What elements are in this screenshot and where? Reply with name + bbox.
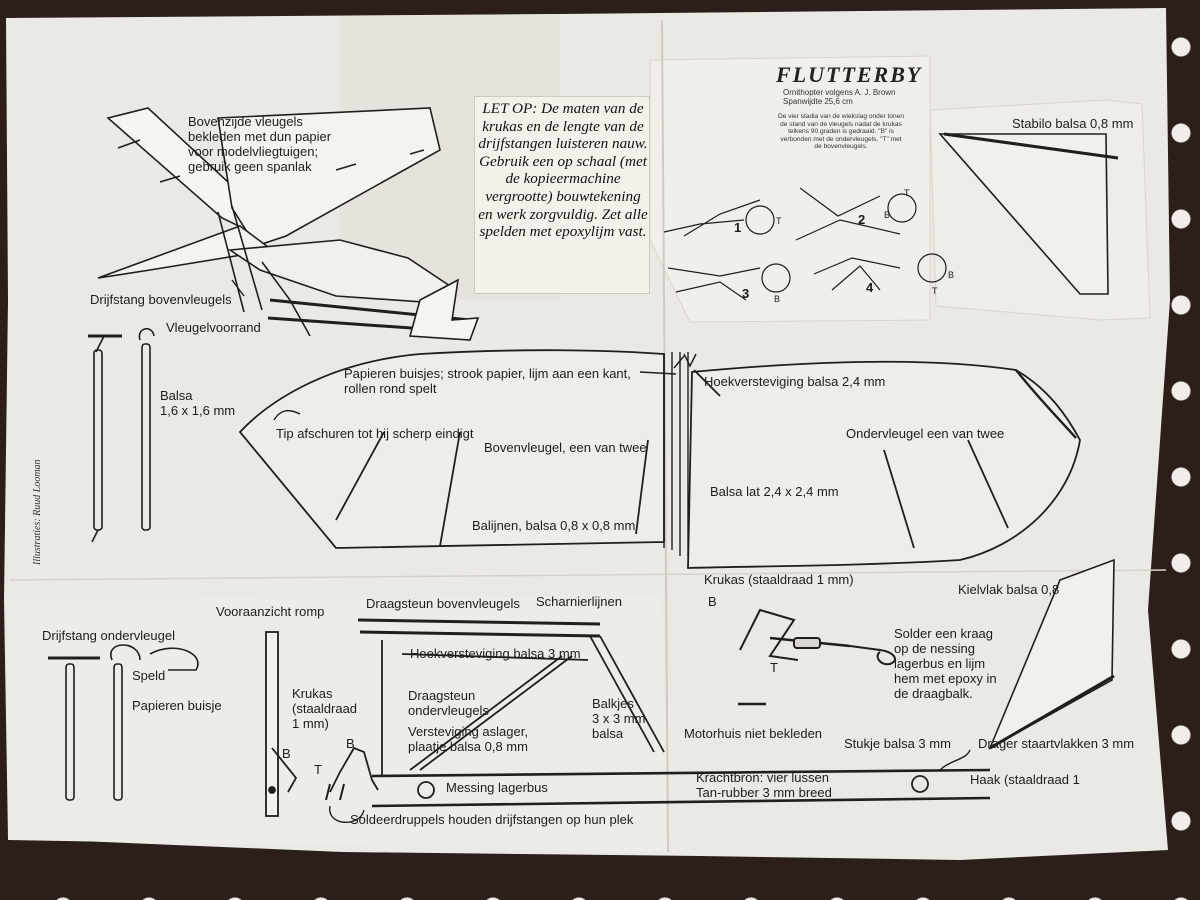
label-fin: Kielvlak balsa 0,8	[958, 582, 1060, 597]
pointer-arrows	[231, 279, 697, 375]
drive-rod-lower-drawing	[48, 644, 199, 801]
label-front-b1: B	[282, 746, 291, 761]
stage-letter-t-2: T	[904, 188, 910, 198]
stroke-stages-caption: De vier stadia van de wiekslag onder ton…	[777, 113, 905, 151]
label-front-b2: B	[346, 736, 355, 751]
fin-drawing	[988, 558, 1115, 750]
label-tail-carrier: Drager staartvlakken 3 mm	[978, 736, 1135, 751]
label-solder-drops: Soldeerdruppels houden drijfstangen op h…	[350, 812, 634, 827]
paper-fold-horizontal	[9, 569, 1167, 581]
stage-letter-b-4: B	[948, 270, 955, 280]
label-lower-wing: Ondervleugel een van twee	[846, 426, 1005, 441]
label-pin: Speld	[132, 668, 166, 683]
label-crankshaft-wire: Krukas (staaldraad 1 mm)	[704, 572, 854, 587]
label-drive-rod-upper: Drijfstang bovenvleugels	[90, 292, 232, 307]
label-crank-front: Krukas (staaldraad 1 mm)	[292, 686, 358, 731]
front-view-drawing	[265, 631, 379, 824]
label-brass-bearing: Messing lagerbus	[446, 780, 548, 795]
stage-letter-b-3: B	[774, 294, 781, 304]
label-top-wing-covering: Bovenzijde vleugels bekleden met dun pap…	[188, 114, 332, 174]
stage-number-2: 2	[858, 212, 866, 227]
label-reinforcement-axle: Versteviging aslager, plaatje balsa 0,8 …	[408, 724, 528, 754]
label-spars: Balkjes 3 x 3 mm balsa	[592, 696, 646, 741]
label-ribs: Balijnen, balsa 0,8 x 0,8 mm	[472, 518, 636, 533]
drive-rod-upper-drawing	[88, 328, 155, 543]
warning-note-box	[474, 96, 650, 294]
label-crank-t: T	[770, 660, 778, 675]
crankshaft-drawing	[738, 608, 896, 706]
stage-number-4: 4	[866, 280, 874, 295]
label-tip-sanding: Tip afschuren tot hij scherp eindigt	[276, 426, 474, 441]
label-paper-tubes-strip: Papieren buisjes; strook papier, lijm aa…	[344, 366, 631, 396]
plan-subtitle: Ornithopter volgens A. J. Brown Spanwijd…	[783, 88, 896, 106]
stage-letter-b-2: B	[884, 210, 891, 220]
label-upper-support: Draagsteun bovenvleugels	[366, 596, 520, 611]
label-corner-reinforcement-3: Hoekversteviging balsa 3 mm	[410, 646, 581, 661]
illustration-credit: Illustraties: Ruud Looman	[32, 459, 43, 565]
stabilizer-drawing	[938, 132, 1119, 295]
label-paper-tube: Papieren buisje	[132, 698, 222, 713]
label-front-t: T	[314, 762, 322, 777]
label-balsa-piece: Stukje balsa 3 mm	[844, 736, 951, 751]
stage-letter-t-1: T	[776, 216, 782, 226]
label-drive-rod-lower: Drijfstang ondervleugel	[42, 628, 175, 643]
label-crank-b: B	[708, 594, 717, 609]
fuselage-side-drawing	[357, 618, 991, 808]
label-corner-reinforcement: Hoekversteviging balsa 2,4 mm	[704, 374, 886, 389]
stroke-stages-diagrams	[663, 187, 947, 301]
warning-note-text: LET OP: De maten van de krukas en de len…	[478, 100, 648, 241]
paper-fold-vertical	[661, 19, 669, 853]
label-balsa-strip: Balsa lat 2,4 x 2,4 mm	[710, 484, 839, 499]
stage-letter-t-4: T	[932, 286, 938, 296]
plan-title: FLUTTERBY	[776, 62, 923, 87]
stage-number-3: 3	[742, 286, 750, 301]
label-front-view: Vooraanzicht romp	[216, 604, 325, 619]
stage-number-1: 1	[734, 220, 742, 235]
label-power-source: Krachtbron: vier lussen Tan-rubber 3 mm …	[696, 770, 832, 800]
ornithopter-sketch	[97, 107, 480, 341]
label-solder-collar: Solder een kraag op de nessing lagerbus …	[894, 626, 997, 701]
paper-sheet-clip-bottom	[8, 594, 668, 852]
label-lower-support: Draagsteun ondervleugels	[408, 688, 489, 718]
label-stabilizer: Stabilo balsa 0,8 mm	[1012, 116, 1134, 131]
label-upper-wing: Bovenvleugel, een van twee	[484, 440, 647, 455]
paper-sheet-clip-top	[649, 55, 931, 323]
label-balsa-size: Balsa 1,6 x 1,6 mm	[160, 388, 236, 418]
label-hook: Haak (staaldraad 1	[970, 772, 1080, 787]
label-wing-leading-edge: Vleugelvoorrand	[166, 320, 261, 335]
label-motor-housing: Motorhuis niet bekleden	[684, 726, 823, 741]
wing-plan-drawing	[238, 349, 1081, 569]
label-hinge-lines: Scharnierlijnen	[536, 594, 622, 609]
